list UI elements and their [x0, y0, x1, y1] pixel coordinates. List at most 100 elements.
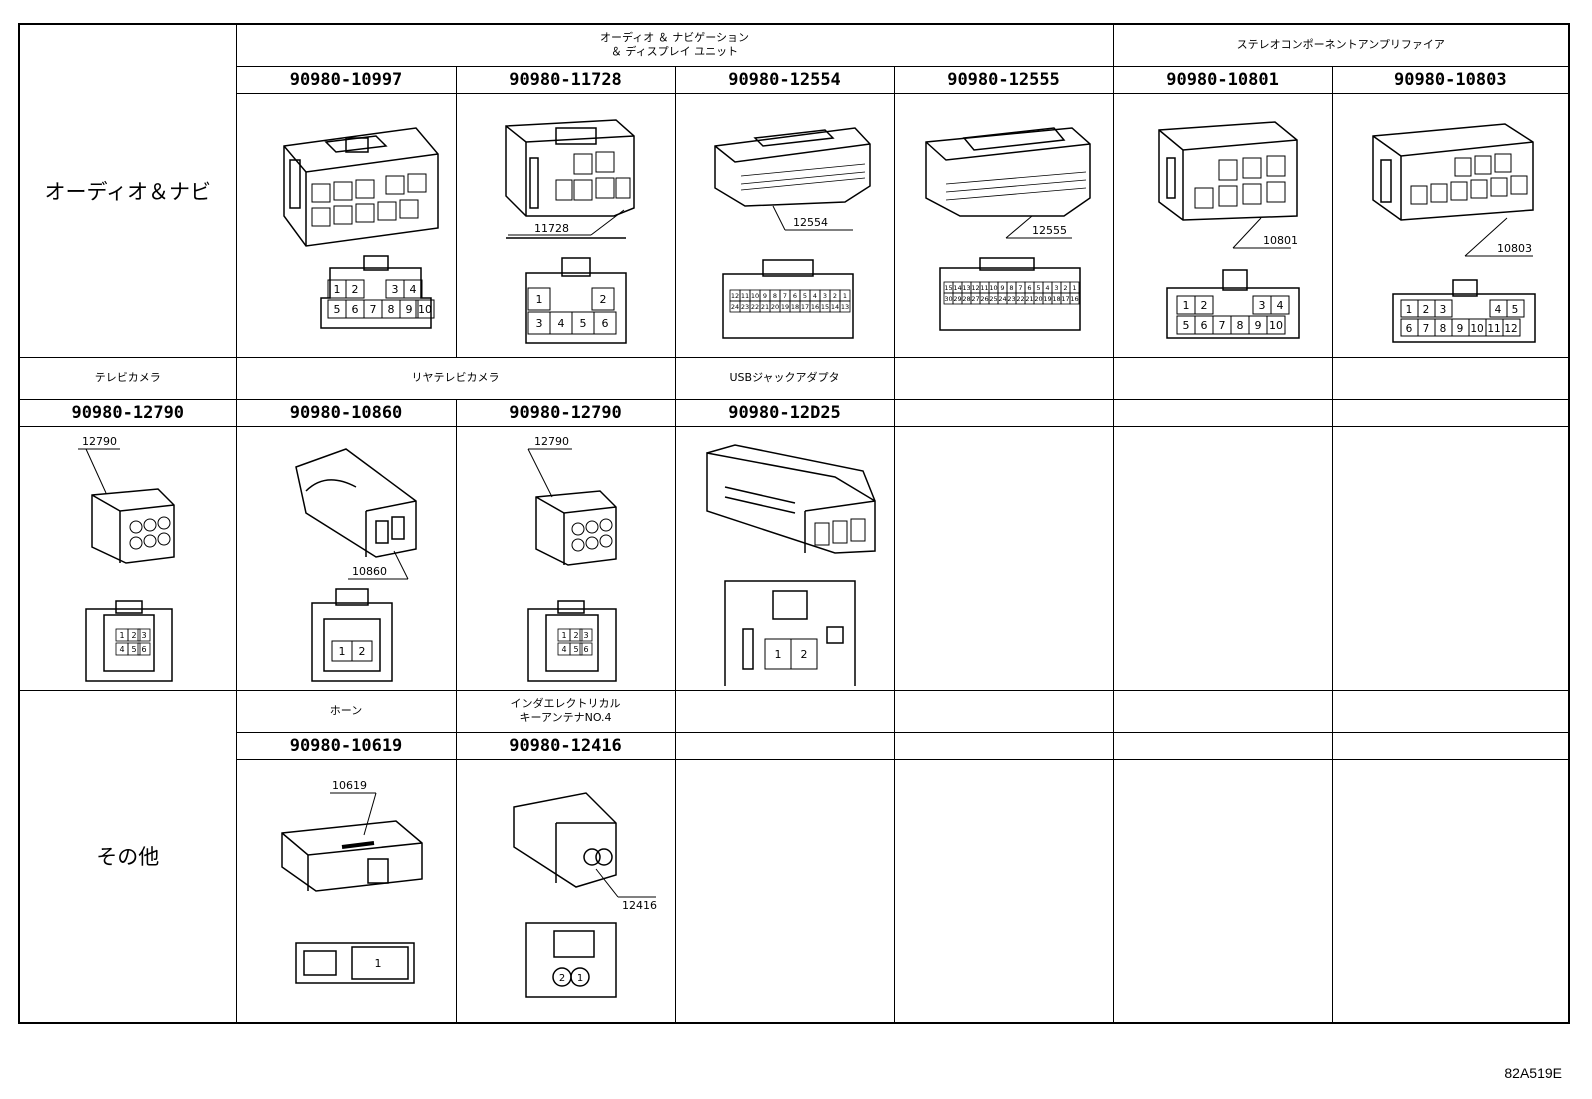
- pin-label: 4: [119, 645, 124, 654]
- pin-face: [527, 287, 616, 334]
- group-header-empty: [1112, 356, 1333, 400]
- part-number: 90980-10803: [1331, 65, 1570, 94]
- pin-label: 3: [1054, 283, 1058, 291]
- pin-label: 5: [334, 303, 341, 316]
- pin-label: 5: [131, 645, 136, 654]
- pin-label: 30: [944, 294, 952, 302]
- connector-drawing-10619: 10619 1: [235, 758, 457, 1024]
- pin-label: 16: [1070, 294, 1078, 302]
- pin-label: 25: [989, 294, 997, 302]
- pin-label: 13: [962, 283, 970, 291]
- empty-cell: [1112, 758, 1333, 1024]
- pin-label: 4: [1276, 299, 1283, 312]
- connector-drawing-10801: 10801 1 2 3 4 5 6 7 8 9 10: [1112, 92, 1333, 358]
- pin-label: 1: [842, 291, 846, 299]
- pin-label: 20: [1034, 294, 1042, 302]
- pin-label: 4: [812, 291, 816, 299]
- category-audio-navi: オーディオ＆ナビ: [18, 23, 237, 358]
- group-header-stereo-amplifier: ステレオコンポーネントアンプリファイア: [1112, 23, 1570, 67]
- pin-label: 6: [601, 317, 608, 330]
- group-header-text: テレビカメラ: [94, 371, 161, 384]
- pin-label: 2: [800, 648, 807, 661]
- pin-label: 19: [780, 302, 788, 310]
- pin-label: 3: [535, 317, 542, 330]
- connector-tag: 10801: [1263, 234, 1298, 247]
- pin-label: 6: [1027, 283, 1031, 291]
- pin-label: 7: [782, 291, 786, 299]
- pin-label: 18: [790, 302, 798, 310]
- pin-label: 8: [1236, 319, 1243, 332]
- pin-label: 1: [774, 648, 781, 661]
- pin-label: 1: [1072, 283, 1076, 291]
- pin-face: [115, 628, 151, 655]
- pin-label: 27: [971, 294, 979, 302]
- connector-illustration: 10803 1 2 3 4 5 6 7 8 9 10 11 1: [1372, 122, 1537, 343]
- group-header-key-antenna: インダエレクトリカル キーアンテナNO.4: [455, 689, 676, 733]
- pin-label: 12: [1505, 323, 1518, 335]
- pin-label: 24: [998, 294, 1006, 302]
- pin-label: 8: [1440, 323, 1447, 335]
- connector-illustration: 10801 1 2 3 4 5 6 7 8 9 10: [1157, 120, 1300, 339]
- part-number: 90980-12416: [455, 731, 676, 760]
- part-number: 90980-12790: [455, 398, 676, 427]
- pin-label: 1: [339, 645, 346, 658]
- part-number-empty: [893, 731, 1114, 760]
- pin-label: 14: [830, 302, 838, 310]
- pin-label: 8: [1009, 283, 1013, 291]
- pin-label: 5: [579, 317, 586, 330]
- pin-label: 12: [730, 291, 738, 299]
- part-number-empty: [1331, 731, 1570, 760]
- pin-label: 14: [953, 283, 961, 291]
- pin-label: 11: [980, 283, 988, 291]
- pin-label: 19: [1043, 294, 1051, 302]
- pin-face: 2 1: [558, 973, 582, 984]
- pin-label: 6: [792, 291, 796, 299]
- pin-label: 7: [370, 303, 377, 316]
- connector-illustration: 12416 2 1: [512, 792, 657, 998]
- connector-drawing-10997: 1 2 3 4 5 6 7 8 9 10: [235, 92, 457, 358]
- connector-illustration: 10619 1: [281, 779, 423, 984]
- pin-label: 2: [359, 645, 366, 658]
- pin-label: 8: [388, 303, 395, 316]
- group-header-empty: [1331, 689, 1570, 733]
- pin-label: 5: [573, 645, 578, 654]
- group-header-empty: [1331, 356, 1570, 400]
- pin-label: 7: [1018, 283, 1022, 291]
- pin-label: 1: [1406, 304, 1413, 316]
- pin-label: 9: [762, 291, 766, 299]
- pin-label: 5: [1036, 283, 1040, 291]
- pin-label: 21: [760, 302, 768, 310]
- connector-tag: 12790: [82, 435, 117, 448]
- pin-label: 3: [1258, 299, 1265, 312]
- pin-label: 7: [1218, 319, 1225, 332]
- group-header-text: インダエレクトリカル キーアンテナNO.4: [510, 697, 621, 724]
- pin-label: 13: [840, 302, 848, 310]
- pin-label: 4: [410, 283, 417, 296]
- pin-label: 1: [375, 957, 382, 970]
- pin-label: 20: [770, 302, 778, 310]
- group-header-empty: [674, 689, 895, 733]
- part-number-empty: [674, 731, 895, 760]
- group-header-rear-tv-camera: リヤテレビカメラ: [235, 356, 676, 400]
- pin-face: [327, 279, 435, 318]
- connector-tag: 10860: [352, 565, 387, 578]
- pin-label: 2: [1063, 283, 1067, 291]
- connector-illustration: 1 2: [705, 443, 876, 686]
- pin-label: 29: [953, 294, 961, 302]
- connector-illustration: 11728 1 2 3 4 5 6: [504, 118, 635, 344]
- connector-tag: 12416: [622, 899, 657, 912]
- pin-label: 3: [583, 631, 588, 640]
- pin-label: 2: [832, 291, 836, 299]
- pin-label: 17: [1061, 294, 1069, 302]
- pin-label: 11: [1488, 323, 1501, 335]
- connector-drawing-12416: 12416 2 1: [455, 758, 676, 1024]
- empty-cell: [893, 758, 1114, 1024]
- group-header-empty: [893, 689, 1114, 733]
- pin-label: 6: [583, 645, 588, 654]
- group-header-usb-jack-adapter: USBジャックアダプタ: [674, 356, 895, 400]
- pin-label: 2: [558, 973, 564, 984]
